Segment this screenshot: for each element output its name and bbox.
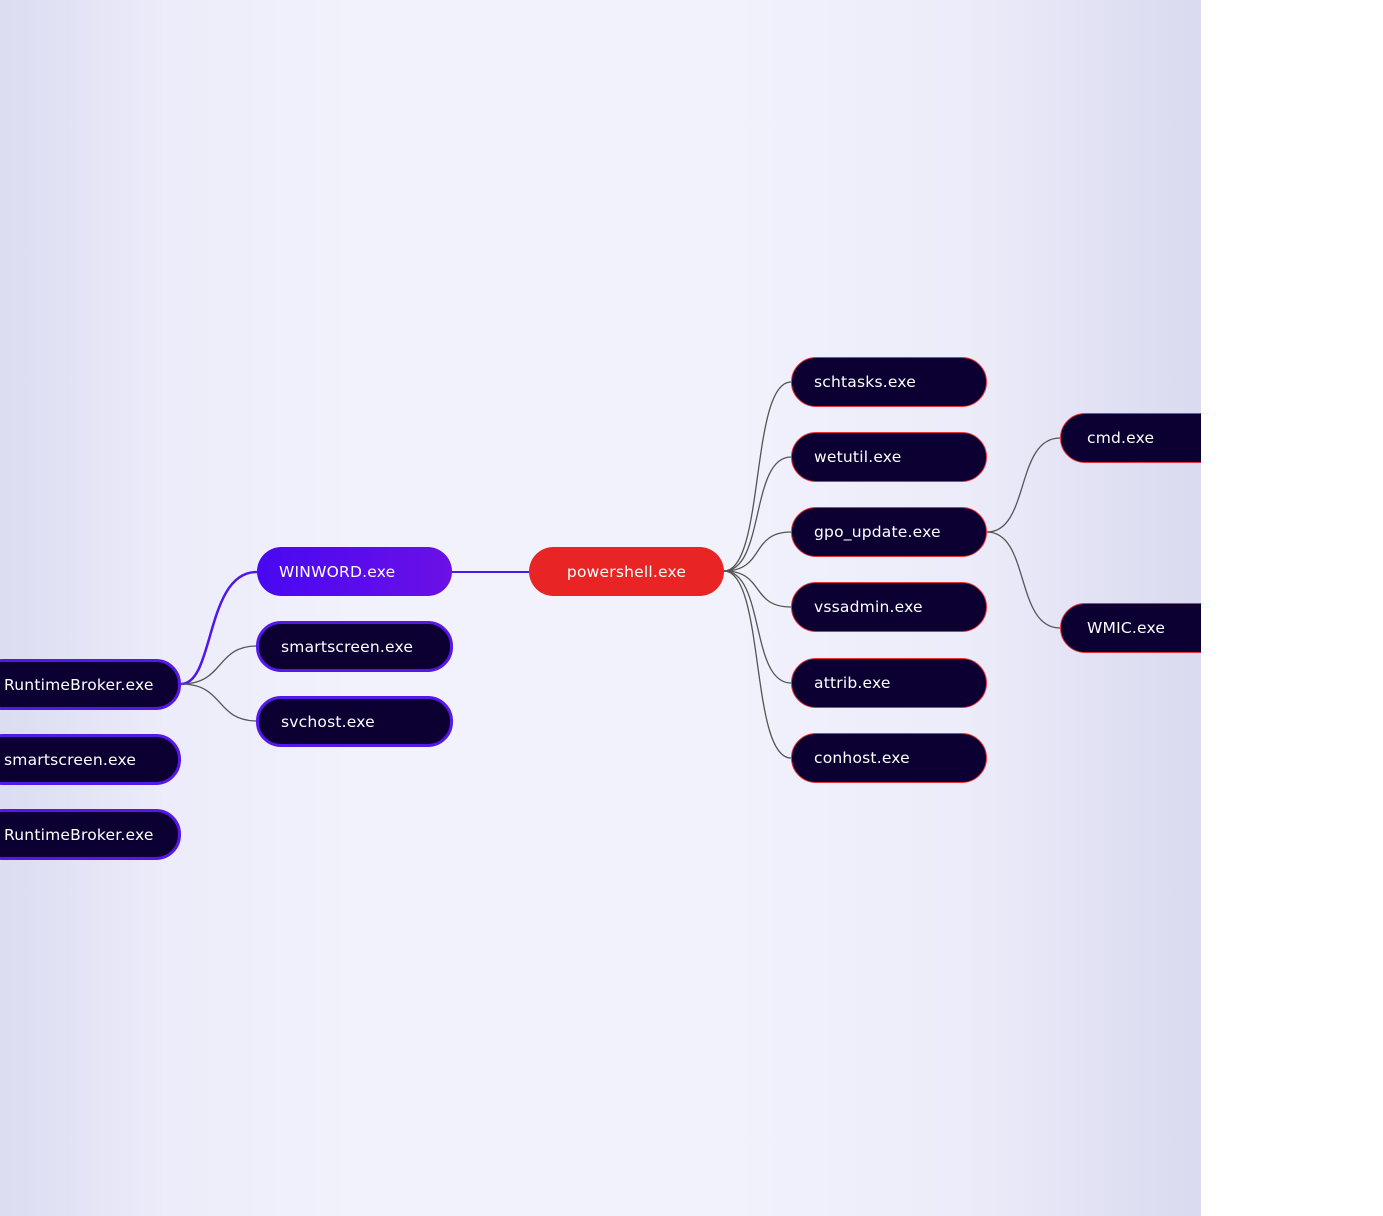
edge-powershell-attrib — [723, 570, 792, 684]
edge-powershell-gpo — [723, 531, 792, 572]
node-wetutil[interactable]: wetutil.exe — [791, 432, 987, 482]
node-attrib[interactable]: attrib.exe — [791, 658, 987, 708]
edge-runtimebroker-winword — [180, 570, 258, 686]
edge-gpo-wmic — [986, 531, 1061, 629]
node-cmd[interactable]: cmd.exe — [1060, 413, 1201, 463]
process-tree-canvas: powershell.exe WINWORD.exe smartscreen.e… — [0, 0, 1201, 1216]
edge-runtimebroker-smartscreen — [180, 645, 258, 685]
node-wmic[interactable]: WMIC.exe — [1060, 603, 1201, 653]
node-left-runtimebroker[interactable]: RuntimeBroker.exe — [0, 809, 181, 860]
node-vssadmin[interactable]: vssadmin.exe — [791, 582, 987, 632]
node-smartscreen[interactable]: smartscreen.exe — [256, 621, 453, 672]
node-gpo-update[interactable]: gpo_update.exe — [791, 507, 987, 557]
edge-runtimebroker-svchost — [180, 683, 258, 722]
node-left-smartscreen[interactable]: smartscreen.exe — [0, 734, 181, 785]
edge-powershell-wetutil — [723, 456, 792, 572]
node-winword[interactable]: WINWORD.exe — [257, 547, 452, 596]
edges — [180, 381, 1061, 759]
node-powershell[interactable]: powershell.exe — [529, 547, 724, 596]
node-svchost[interactable]: svchost.exe — [256, 696, 453, 747]
edge-powershell-vssadmin — [723, 570, 792, 608]
edge-powershell-conhost — [723, 570, 792, 759]
edge-gpo-cmd — [986, 437, 1061, 533]
node-conhost[interactable]: conhost.exe — [791, 733, 987, 783]
edge-powershell-schtasks — [723, 381, 792, 572]
node-runtimebroker[interactable]: RuntimeBroker.exe — [0, 659, 181, 710]
node-schtasks[interactable]: schtasks.exe — [791, 357, 987, 407]
